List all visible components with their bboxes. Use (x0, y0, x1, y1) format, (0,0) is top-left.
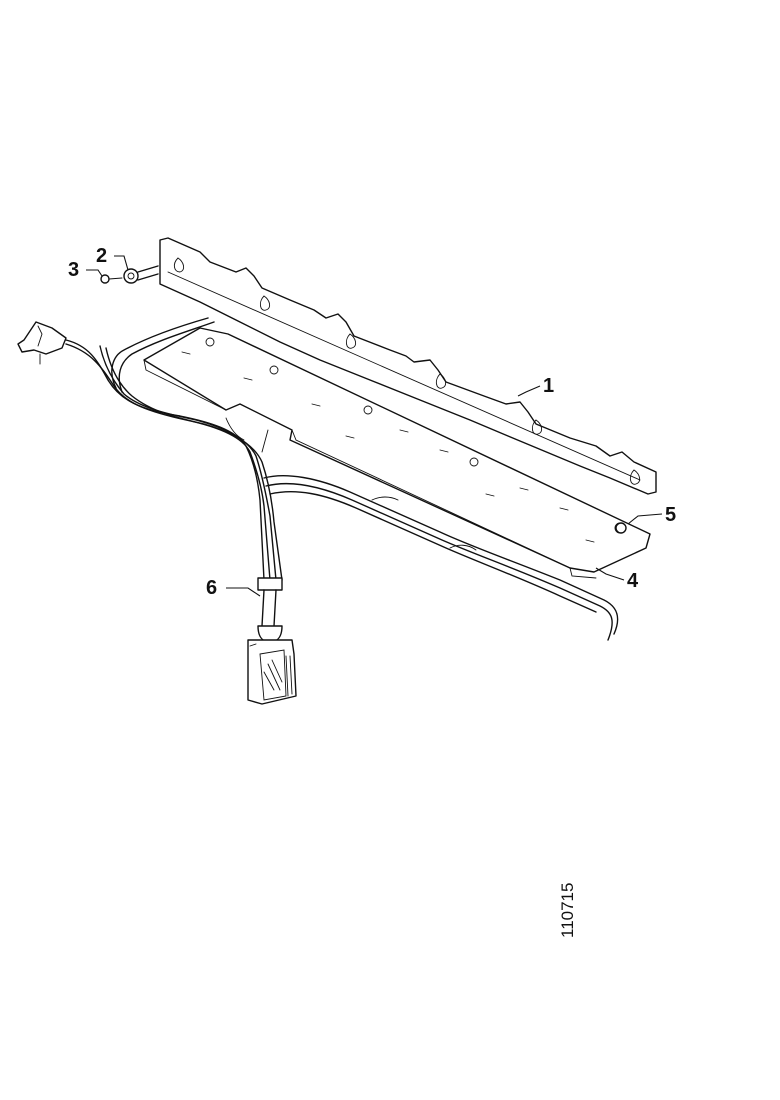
callout-label-1: 1 (543, 375, 554, 397)
callout-label-4: 4 (627, 570, 639, 592)
wiring-harness-part-6 (17, 317, 619, 705)
mounting-rail-part-1 (159, 237, 657, 495)
fastener-part-2 (123, 265, 159, 284)
callout-label-3: 3 (68, 259, 79, 281)
callout-4: 4 (595, 567, 639, 592)
callout-6: 6 (206, 577, 261, 599)
flat-plate-part-4 (143, 327, 651, 579)
callout-5: 5 (627, 504, 676, 526)
callout-2: 2 (96, 245, 129, 271)
callout-1: 1 (517, 375, 554, 397)
figure-number: 110715 (558, 883, 577, 938)
screw-part-5 (615, 522, 627, 534)
callout-label-2: 2 (96, 245, 107, 267)
washer-part-3 (100, 274, 123, 284)
callout-label-6: 6 (206, 577, 217, 599)
callout-label-5: 5 (665, 504, 676, 526)
callout-3: 3 (68, 259, 103, 281)
